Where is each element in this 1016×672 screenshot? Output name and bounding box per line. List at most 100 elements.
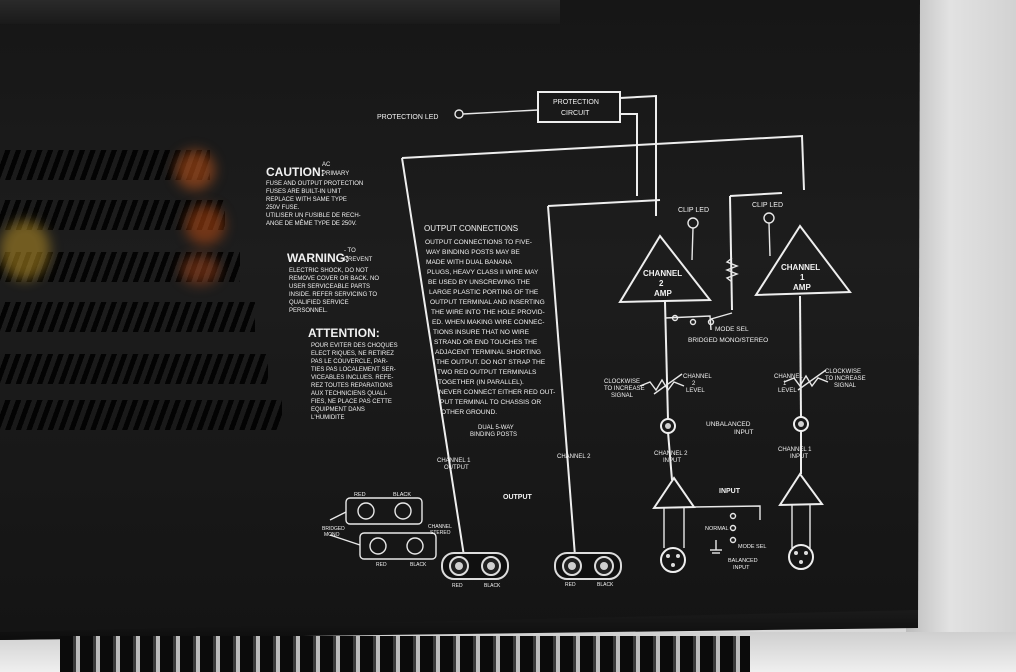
warning-line: ELECTRIC SHOCK, DO NOT	[289, 268, 369, 274]
output-connections-line: OUTPUT CONNECTIONS TO FIVE-	[425, 239, 532, 246]
attention-line: EQUIPMENT DANS	[311, 407, 365, 413]
attention-line: REZ TOUTES REPARATIONS	[311, 383, 393, 389]
channel-2-output-label: CHANNEL 2	[557, 454, 591, 460]
attention-line: VICEABLES INCLUES. REFE-	[311, 375, 393, 381]
wire	[768, 222, 771, 257]
clockwise-right-label: SIGNAL	[834, 383, 857, 389]
output-connections-line: OTHER GROUND.	[441, 409, 497, 416]
caution-line: 250V FUSE.	[266, 205, 300, 211]
attention-line: ELECT RIQUES, NE RETIREZ	[311, 351, 394, 357]
bridged-mono-label: MONO	[324, 532, 340, 538]
clockwise-left-label: SIGNAL	[611, 393, 634, 399]
switch-contact-icon	[671, 314, 679, 322]
protection-circuit-label: CIRCUIT	[561, 110, 590, 117]
clockwise-left-label: CLOCKWISE	[604, 379, 640, 385]
output-connections-line: MADE WITH DUAL BANANA	[426, 259, 512, 266]
balanced-input-label: BALANCED	[728, 558, 758, 564]
internal-glow	[175, 150, 215, 190]
caution-line: REPLACE WITH SAME TYPE	[266, 197, 347, 203]
jack-center-icon	[798, 421, 804, 427]
vent-row	[0, 252, 240, 282]
mode-sel-small-label: MODE SEL	[738, 544, 766, 550]
clip-led-1-label: CLIP LED	[752, 202, 783, 209]
output-connections-line: OUTPUT TERMINAL AND INSERTING	[430, 299, 545, 306]
dual-binding-label: DUAL 5-WAY	[478, 425, 514, 431]
output-connections-line: BE USED BY UNSCREWING THE	[428, 279, 531, 286]
normal-label: NORMAL	[705, 526, 729, 532]
caution-line: ANGE DE MÊME TYPE DE 250V.	[266, 219, 357, 227]
attention-heading: ATTENTION:	[308, 326, 380, 340]
channel-1-unbalanced-jack-icon	[793, 416, 809, 432]
wire	[664, 301, 669, 421]
channel-1-amp-label: AMP	[793, 283, 811, 292]
dual-binding-label: BINDING POSTS	[470, 432, 517, 438]
caution-sub-0: AC	[322, 162, 331, 168]
channel-2-xlr-icon	[660, 547, 686, 573]
protection-led-label: PROTECTION LED	[377, 114, 438, 121]
level-pot-1-icon	[783, 374, 829, 388]
unbalanced-input-label: UNBALANCED	[706, 421, 751, 428]
internal-glow	[180, 255, 220, 285]
channel-2-input-label: INPUT	[663, 458, 681, 464]
channel-2-level-label: LEVEL	[686, 388, 705, 394]
xlr-pin-icon	[804, 551, 808, 555]
wire	[547, 199, 661, 207]
black-small-label: BLACK	[410, 562, 427, 568]
channel-2-amp-label: 2	[659, 279, 664, 288]
output-labels: DUAL 5-WAY BINDING POSTS CHANNEL 1 OUTPU…	[437, 425, 591, 501]
mode-selector: MODE SEL BRIDGED MONO/STEREO	[664, 257, 768, 344]
xlr-pin-icon	[676, 554, 680, 558]
internal-glow	[185, 205, 225, 245]
wire	[401, 157, 465, 557]
channel-2-unbalanced-jack-icon	[660, 418, 676, 434]
resistor-icon	[725, 257, 739, 283]
post-center-icon	[455, 562, 463, 570]
channel-1-output-label: CHANNEL 1	[437, 458, 471, 464]
channel-1-amp-label: CHANNEL	[781, 263, 820, 272]
post-red-label: RED	[452, 583, 463, 589]
output-connections-line: ADJACENT TERMINAL SHORTING	[435, 349, 541, 356]
ventilation-grille	[0, 150, 290, 450]
warning-line: USER SERVICEABLE PARTS	[289, 284, 370, 290]
channel-1-level-label: LEVEL	[778, 388, 797, 394]
channel-2-amp-triangle	[618, 234, 713, 304]
channel-2-level-label: 2	[692, 381, 696, 387]
clip-led-2-icon	[687, 217, 699, 229]
top-cover-edge	[0, 0, 560, 24]
wire	[329, 511, 347, 521]
warning-line: PERSONNEL.	[289, 308, 328, 314]
output-connections-line: LARGE PLASTIC PORTING OF THE	[429, 289, 539, 296]
protection-section: PROTECTION LED PROTECTION CIRCUIT	[377, 91, 657, 216]
warning-sub-1: PREVENT	[344, 257, 373, 263]
channel-1-input-buffer	[778, 472, 824, 507]
attention-line: AUX TECHNICIENS QUALI-	[311, 391, 387, 397]
attention-line: L'HUMIDITE	[311, 415, 344, 421]
black-label: BLACK	[393, 492, 411, 498]
protection-circuit-box	[537, 91, 621, 123]
post-center-icon	[487, 562, 495, 570]
post-center-icon	[600, 562, 608, 570]
wire	[667, 431, 673, 481]
wire	[401, 134, 805, 191]
red-small-label: RED	[376, 562, 387, 568]
caution-sub-1: PRIMARY	[322, 171, 349, 177]
caution-line: FUSES ARE BUILT-IN UNIT	[266, 189, 342, 195]
red-label: RED	[354, 492, 366, 498]
input-section: INPUT NORMAL MODE SEL BALANCED INPUT	[652, 472, 824, 573]
wire	[710, 312, 733, 320]
channel-1-level-label: CHANNEL	[774, 374, 803, 380]
wire	[547, 205, 576, 557]
caution-block: CAUTION: AC PRIMARY FUSE AND OUTPUT PROT…	[266, 162, 363, 227]
clip-led-1-icon	[763, 212, 775, 224]
output-connections-line: STRAND OR END TOUCHES THE	[434, 339, 538, 346]
protection-led-icon	[454, 109, 464, 119]
switch-contact-icon	[729, 524, 737, 532]
bridge-terminal-box	[345, 497, 423, 525]
vent-row	[0, 354, 268, 384]
balanced-input-label: INPUT	[733, 565, 750, 571]
channel-1-xlr-icon	[788, 544, 814, 570]
wire	[799, 295, 802, 419]
mode-sel-label: MODE SEL	[715, 326, 749, 333]
clockwise-right-label: CLOCKWISE	[825, 369, 861, 375]
output-connections-line: TOGETHER (IN PARALLEL).	[438, 379, 524, 386]
